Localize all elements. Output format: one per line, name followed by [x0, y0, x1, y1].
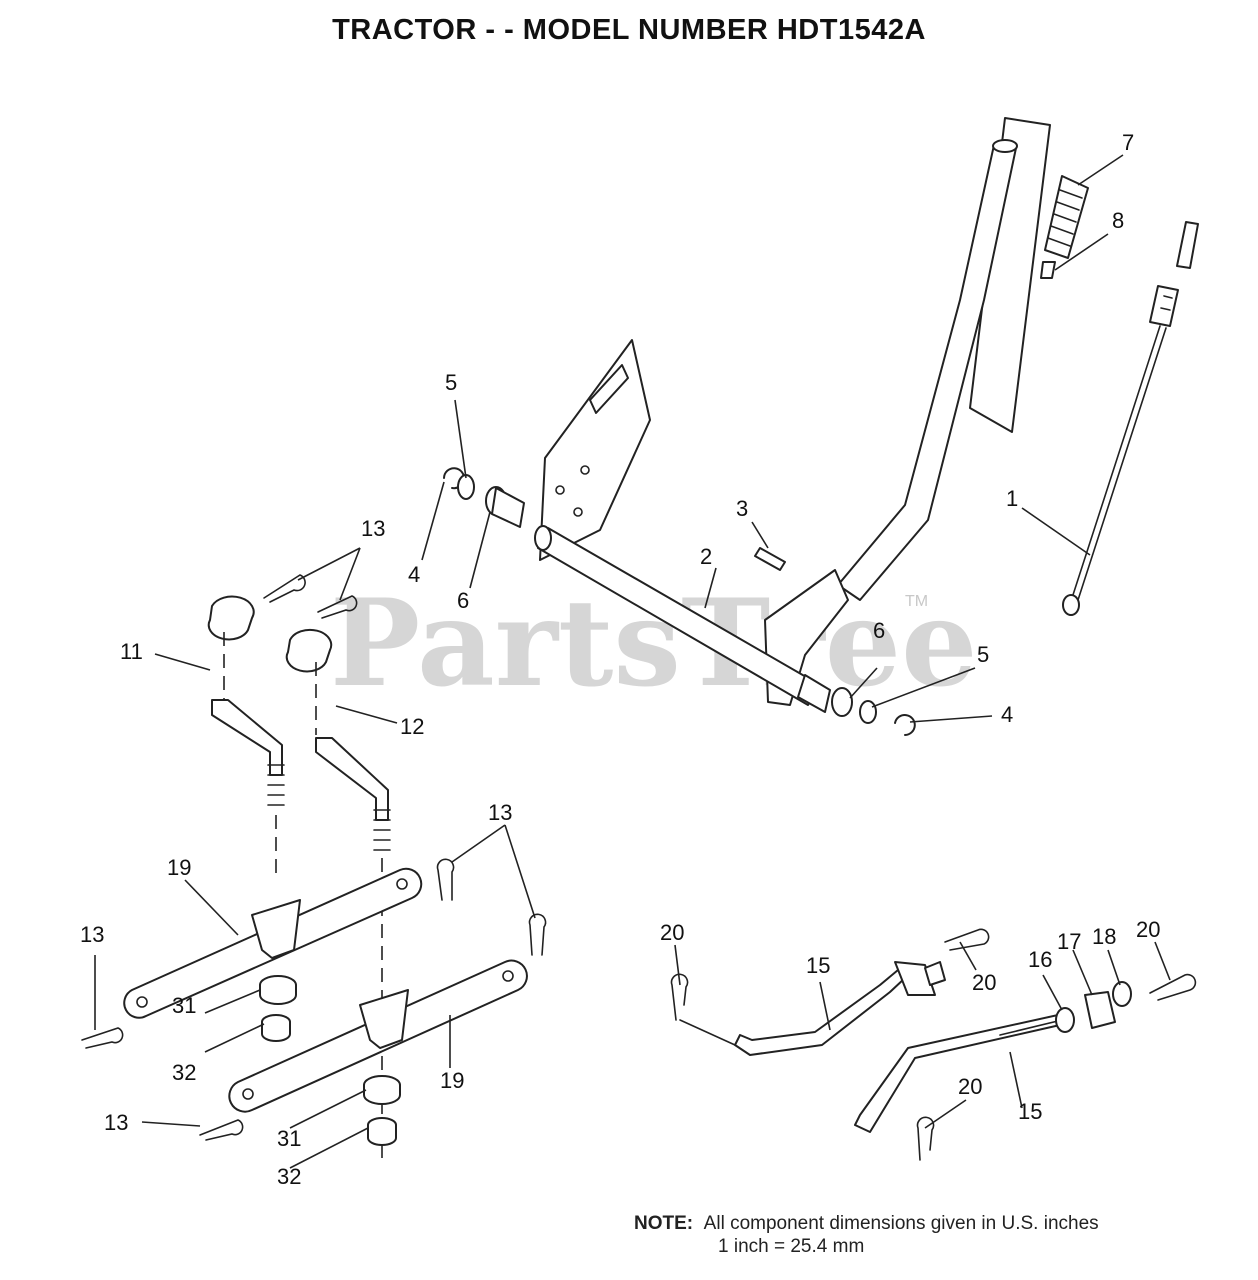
- callout-12: 12: [400, 714, 424, 739]
- callout-16: 16: [1028, 947, 1052, 972]
- cotter-pin: [670, 973, 689, 1021]
- hairpin-clip: [81, 1027, 124, 1049]
- bushing-lower: [363, 1075, 401, 1105]
- callout-13-bottom: 13: [104, 1110, 128, 1135]
- mounting-bracket: [539, 339, 651, 561]
- note-line-2: 1 inch = 25.4 mm: [718, 1236, 865, 1257]
- washer-right: [859, 700, 877, 724]
- bushing-right: [831, 687, 853, 717]
- note-label: NOTE:: [634, 1213, 694, 1234]
- callout-13-left: 13: [80, 922, 104, 947]
- callout-18: 18: [1092, 924, 1116, 949]
- callout-31-upper: 31: [172, 993, 196, 1018]
- callout-5-upper: 5: [445, 370, 457, 395]
- callout-13-middle: 13: [488, 800, 512, 825]
- callout-11: 11: [120, 639, 143, 664]
- trunnion: [1084, 991, 1116, 1029]
- link-rod-left: [207, 595, 285, 875]
- callout-5-lower: 5: [977, 642, 989, 667]
- lift-arm-upper: [123, 867, 423, 1019]
- lift-rod: [1062, 221, 1199, 616]
- callout-8: 8: [1112, 208, 1124, 233]
- callout-1: 1: [1006, 486, 1018, 511]
- dimension-note: NOTE: All component dimensions given in …: [634, 1212, 1234, 1258]
- hairpin-clip: [317, 595, 358, 619]
- nut: [1112, 981, 1132, 1007]
- callout-20-upper: 20: [972, 970, 996, 995]
- callout-20-lower: 20: [958, 1074, 982, 1099]
- callout-31-lower: 31: [277, 1126, 301, 1151]
- note-line-1: All component dimensions given in U.S. i…: [703, 1213, 1099, 1234]
- callout-2: 2: [700, 544, 712, 569]
- leader-lines: [94, 154, 1171, 1169]
- washer-left: [457, 474, 475, 500]
- shaft-key: [754, 547, 786, 571]
- hairpin-clip: [199, 1119, 244, 1141]
- adjuster-rod-upper: [679, 961, 946, 1056]
- callout-4-lower: 4: [1001, 702, 1013, 727]
- callout-20-right: 20: [1136, 917, 1160, 942]
- callout-13-top: 13: [361, 516, 385, 541]
- handle-grip: [1044, 175, 1089, 259]
- callout-19-lower: 19: [440, 1068, 464, 1093]
- callout-32-upper: 32: [172, 1060, 196, 1085]
- e-ring-right: [894, 714, 916, 736]
- cross-shaft: [534, 525, 821, 706]
- hairpin-clip: [436, 858, 455, 901]
- bushing-sleeve-right: [797, 674, 831, 713]
- callout-labels: 7 8 1 5 3 2 4 6 13 6 5 4 11 12 13 19 13 …: [80, 130, 1160, 1189]
- spacer-upper: [261, 1014, 291, 1042]
- callout-6-upper: 6: [457, 588, 469, 613]
- callout-3: 3: [736, 496, 748, 521]
- watermark-trademark: TM: [905, 593, 928, 610]
- lift-arm-lower: [228, 959, 528, 1113]
- bushing-sleeve-left: [491, 487, 525, 528]
- hairpin-clip: [263, 574, 306, 603]
- callout-32-lower: 32: [277, 1164, 301, 1189]
- diagram-title: TRACTOR - - MODEL NUMBER HDT1542A: [332, 14, 926, 46]
- spring-pin: [1040, 261, 1056, 279]
- callout-20-left: 20: [660, 920, 684, 945]
- washer: [1055, 1007, 1075, 1033]
- spacer-lower: [367, 1117, 397, 1146]
- callout-15-lower: 15: [1018, 1099, 1042, 1124]
- callout-19-upper: 19: [167, 855, 191, 880]
- callout-17: 17: [1057, 929, 1081, 954]
- callout-6-lower: 6: [873, 618, 885, 643]
- hairpin-clip: [528, 913, 547, 956]
- callout-7: 7: [1122, 130, 1134, 155]
- cotter-pin: [1149, 973, 1197, 1001]
- callout-4-upper: 4: [408, 562, 420, 587]
- cotter-pin: [944, 928, 990, 951]
- bushing-upper: [259, 975, 297, 1005]
- cotter-pin: [916, 1116, 935, 1161]
- callout-15-upper: 15: [806, 953, 830, 978]
